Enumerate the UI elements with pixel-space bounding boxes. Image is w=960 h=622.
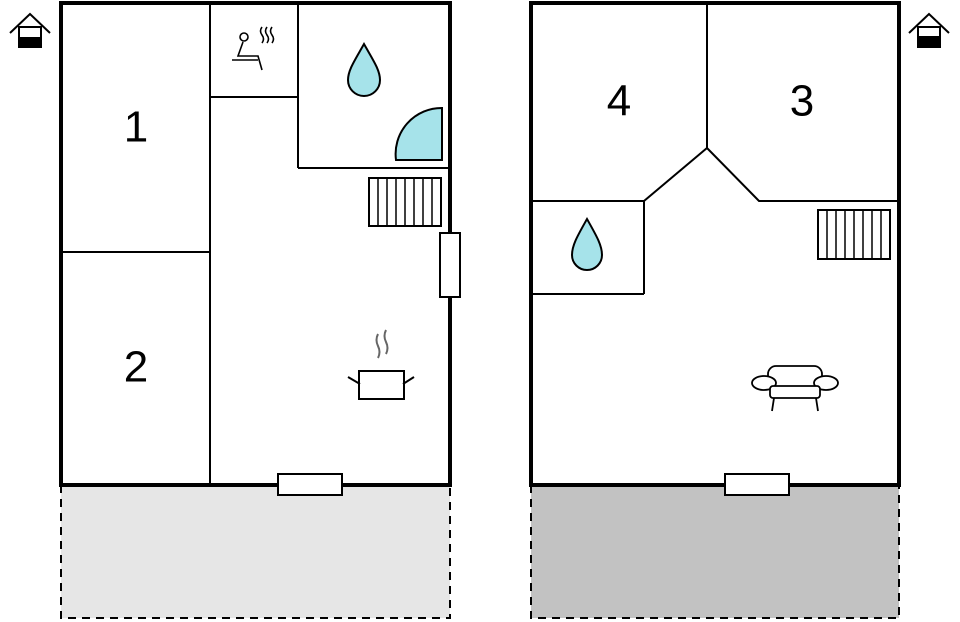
floor-plan-right: 4 3	[529, 1, 950, 619]
stairs-icon	[817, 209, 891, 260]
room-label-3: 3	[790, 77, 814, 126]
room-label-2: 2	[124, 343, 148, 392]
outer-wall-left	[59, 1, 452, 487]
side-window-left	[439, 232, 461, 298]
interior-walls-right	[531, 3, 899, 295]
sofa-icon	[751, 365, 839, 412]
floor-plan-left: 1 2	[9, 1, 461, 619]
terrace-left	[60, 484, 451, 619]
stairs-icon	[368, 177, 442, 227]
interior-walls-left	[61, 3, 450, 485]
room-label-4: 4	[607, 77, 631, 126]
water-drop-icon	[346, 41, 382, 97]
sauna-icon	[232, 26, 275, 71]
house-icon	[908, 12, 950, 48]
entrance-door-right	[724, 473, 790, 496]
terrace-right	[530, 484, 900, 619]
entrance-door-left	[277, 473, 343, 496]
room-label-1: 1	[124, 103, 148, 152]
cooking-pot-icon	[347, 329, 415, 400]
outer-wall-right	[529, 1, 901, 487]
water-drop-icon	[570, 216, 604, 271]
shower-icon	[394, 106, 443, 161]
house-icon	[9, 12, 51, 48]
